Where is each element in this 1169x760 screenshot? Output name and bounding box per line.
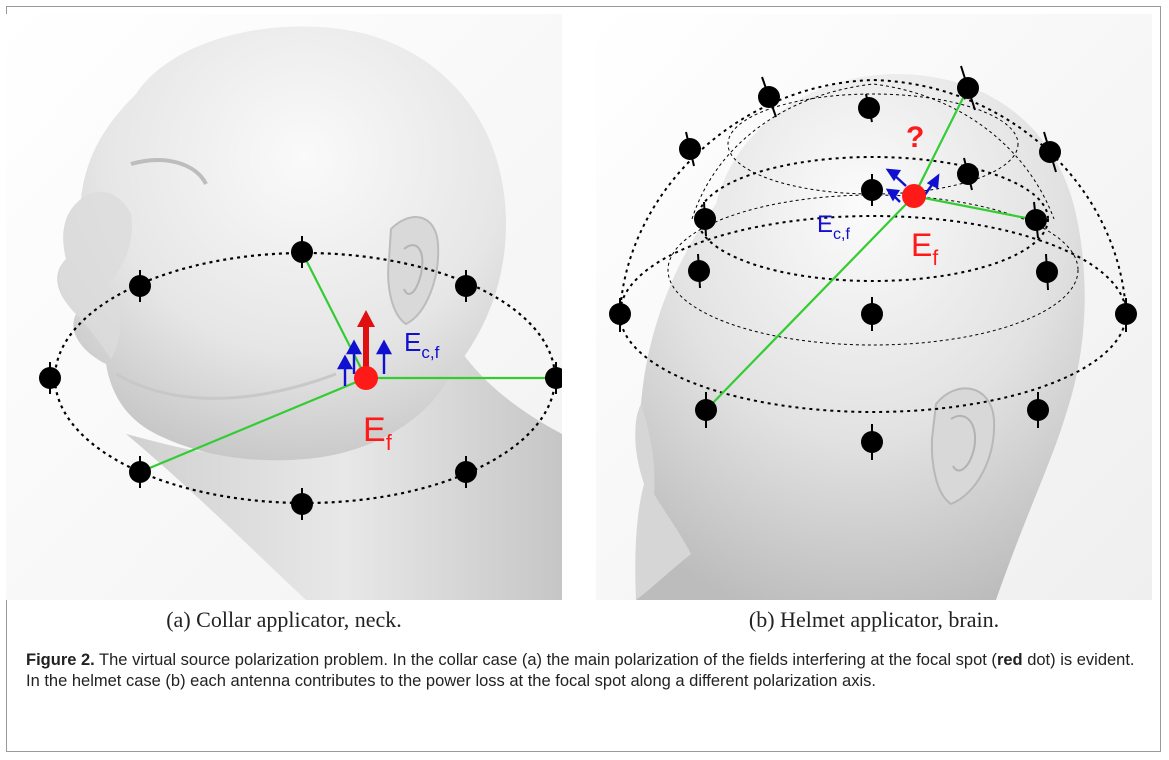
panel-collar-applicator: Ec,f Ef [6,14,562,600]
collar-illustration: Ec,f Ef [6,14,562,600]
caption-bold-red: red [997,651,1023,669]
subcaption-a: (a) Collar applicator, neck. [6,607,562,633]
figure-caption: Figure 2. The virtual source polarizatio… [26,650,1138,692]
helmet-illustration: ? Ec,f Ef [596,14,1152,600]
figure-label: Figure 2. [26,651,95,669]
question-mark: ? [906,121,924,154]
panel-helmet-applicator: ? Ec,f Ef [596,14,1152,600]
focal-spot-red-dot [902,184,926,208]
focal-spot-red-dot [354,366,378,390]
caption-text-part1: The virtual source polarization problem.… [95,651,997,669]
subcaption-b: (b) Helmet applicator, brain. [596,607,1152,633]
